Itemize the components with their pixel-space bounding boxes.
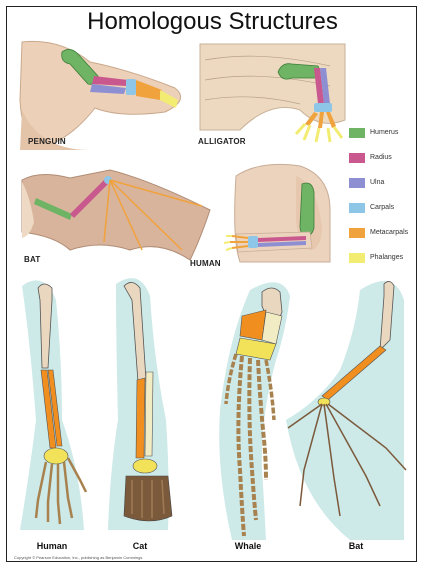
copyright-notice: Copyright © Pearson Education, Inc., pub… <box>14 555 142 560</box>
whale-skeleton-label: Whale <box>218 541 278 551</box>
legend-swatch <box>349 153 365 163</box>
bat-skeleton-label: Bat <box>326 541 386 551</box>
human-label: HUMAN <box>190 259 221 268</box>
penguin-illustration <box>20 41 181 150</box>
legend-label: Ulna <box>370 178 384 188</box>
legend-label: Carpals <box>370 203 394 213</box>
whale-skeleton <box>219 282 290 540</box>
legend-label: Phalanges <box>370 253 403 263</box>
legend-swatch <box>349 228 365 238</box>
legend-label: Radius <box>370 153 392 163</box>
alligator-illustration <box>200 44 345 142</box>
alligator-label: ALLIGATOR <box>198 137 246 146</box>
human-skeleton <box>20 280 86 530</box>
bat-skeleton <box>286 281 406 540</box>
legend-label: Metacarpals <box>370 228 408 238</box>
cat-skeleton-label: Cat <box>110 541 170 551</box>
human-illustration <box>224 164 330 262</box>
bat-label: BAT <box>24 255 40 264</box>
legend-swatch <box>349 178 365 188</box>
human-skeleton-label: Human <box>22 541 82 551</box>
penguin-label: PENGUIN <box>28 137 66 146</box>
legend-swatch <box>349 128 365 138</box>
legend-label: Humerus <box>370 128 398 138</box>
legend-swatch <box>349 253 365 263</box>
legend-swatch <box>349 203 365 213</box>
cat-skeleton <box>108 278 172 530</box>
bat-illustration <box>22 170 210 260</box>
